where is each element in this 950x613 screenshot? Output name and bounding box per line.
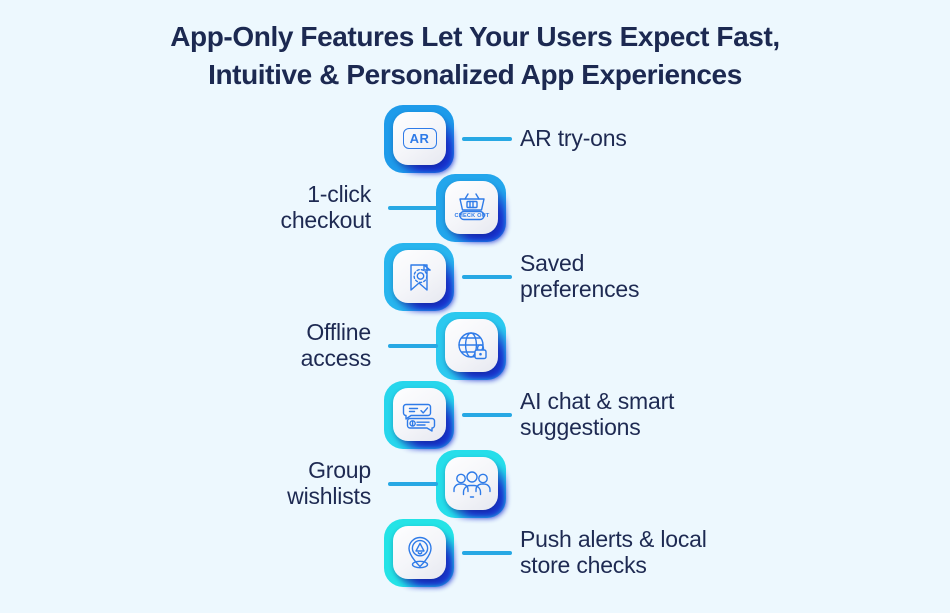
tile-chip — [393, 388, 446, 441]
connector-line — [388, 206, 438, 210]
connector-line — [388, 344, 438, 348]
tile-chip — [393, 526, 446, 579]
page-title: App-Only Features Let Your Users Expect … — [0, 0, 950, 94]
feature-icon-tile[interactable] — [384, 243, 456, 313]
feature-row: Saved preferences — [0, 241, 950, 313]
page-title-line-2: Intuitive & Personalized App Experiences — [208, 59, 742, 90]
connector-line — [388, 482, 438, 486]
feature-row: AI chat & smart suggestions — [0, 379, 950, 451]
feature-icon-tile[interactable]: CHECK OUT — [436, 174, 508, 244]
feature-icon-tile[interactable] — [436, 450, 508, 520]
connector-line — [462, 137, 512, 141]
page-title-line-1: App-Only Features Let Your Users Expect … — [170, 21, 780, 52]
tile-chip — [445, 457, 498, 510]
feature-label: Push alerts & local store checks — [520, 525, 707, 578]
globe-lock-icon — [457, 331, 487, 359]
feature-row: Group wishlists — [0, 448, 950, 520]
feature-list: AR AR try-ons CHECK OUT — [0, 103, 950, 589]
feature-icon-tile[interactable] — [384, 519, 456, 589]
group-people-icon — [452, 470, 491, 498]
feature-label: Saved preferences — [520, 249, 640, 302]
feature-icon-tile[interactable]: AR — [384, 105, 456, 175]
feature-label: Offline access — [300, 318, 372, 371]
feature-label: 1-click checkout — [280, 180, 372, 233]
bookmark-gear-icon — [409, 263, 431, 291]
feature-icon-tile[interactable] — [384, 381, 456, 451]
feature-row: Offline access — [0, 310, 950, 382]
feature-label: AI chat & smart suggestions — [520, 387, 675, 440]
feature-row: CHECK OUT 1-click checkout — [0, 172, 950, 244]
svg-text:CHECK OUT: CHECK OUT — [454, 213, 489, 219]
connector-line — [462, 275, 512, 279]
feature-label: AR try-ons — [520, 124, 627, 151]
connector-line — [462, 551, 512, 555]
tile-chip: AR — [393, 112, 446, 165]
feature-icon-tile[interactable] — [436, 312, 508, 382]
feature-label: Group wishlists — [287, 456, 371, 509]
location-bell-icon — [407, 536, 432, 568]
tile-chip — [445, 319, 498, 372]
checkout-basket-icon: CHECK OUT — [454, 192, 489, 220]
feature-row: AR AR try-ons — [0, 103, 950, 175]
chat-bubbles-icon — [402, 403, 435, 432]
tile-chip: CHECK OUT — [445, 181, 498, 234]
connector-line — [462, 413, 512, 417]
tile-chip — [393, 250, 446, 303]
ar-badge-icon: AR — [402, 128, 437, 149]
feature-row: Push alerts & local store checks — [0, 517, 950, 589]
